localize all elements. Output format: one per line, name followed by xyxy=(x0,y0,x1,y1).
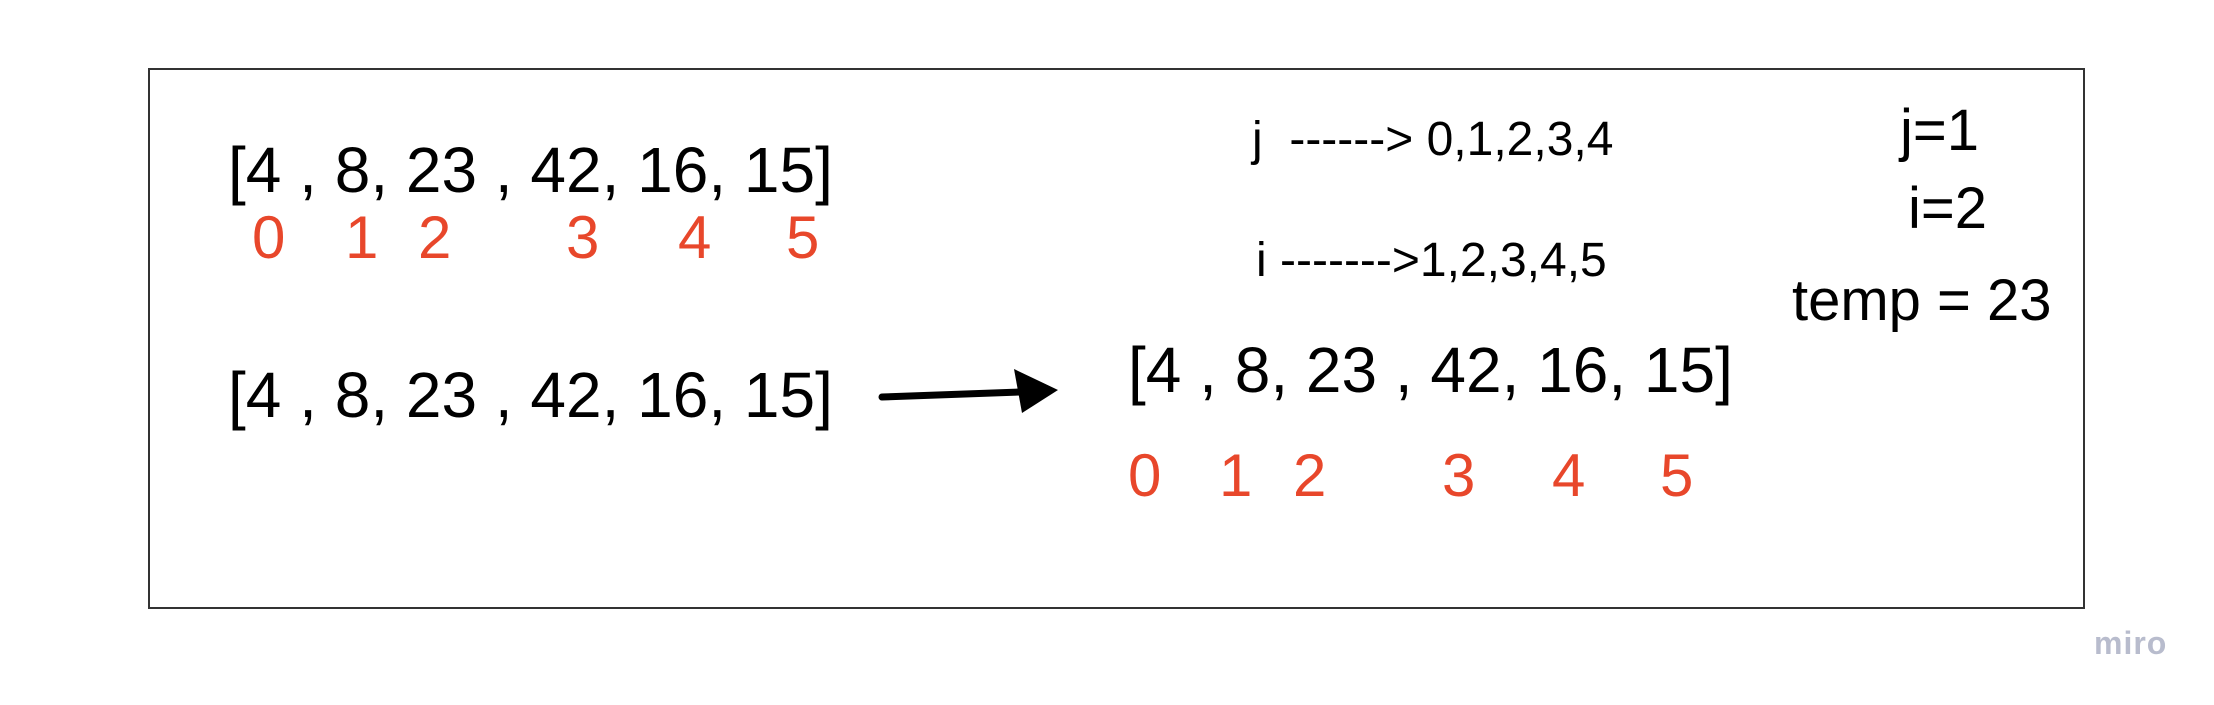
var-j: j=1 xyxy=(1900,98,1980,163)
j-loop-range: j ------> 0,1,2,3,4 xyxy=(1252,113,1614,166)
index-3-top-left: 3 xyxy=(566,204,600,271)
array-top-left: [4 , 8, 23 , 42, 16, 15] xyxy=(228,134,833,206)
index-2-right: 2 xyxy=(1293,442,1327,509)
i-loop-range: i ------->1,2,3,4,5 xyxy=(1256,234,1607,287)
miro-watermark: miro xyxy=(2094,625,2168,661)
array-bottom-left: [4 , 8, 23 , 42, 16, 15] xyxy=(228,359,833,431)
index-3-right: 3 xyxy=(1442,442,1476,509)
index-5-right: 5 xyxy=(1660,442,1694,509)
index-0-top-left: 0 xyxy=(252,204,286,271)
index-4-top-left: 4 xyxy=(678,204,712,271)
index-2-top-left: 2 xyxy=(418,204,452,271)
var-temp: temp = 23 xyxy=(1792,268,2052,333)
right-arrow-icon xyxy=(878,369,1058,413)
array-right: [4 , 8, 23 , 42, 16, 15] xyxy=(1128,334,1733,406)
index-1-top-left: 1 xyxy=(345,204,379,271)
index-1-right: 1 xyxy=(1219,442,1253,509)
diagram-frame xyxy=(148,68,2085,609)
var-i: i=2 xyxy=(1908,176,1988,241)
index-5-top-left: 5 xyxy=(786,204,820,271)
index-4-right: 4 xyxy=(1552,442,1586,509)
index-0-right: 0 xyxy=(1128,442,1162,509)
